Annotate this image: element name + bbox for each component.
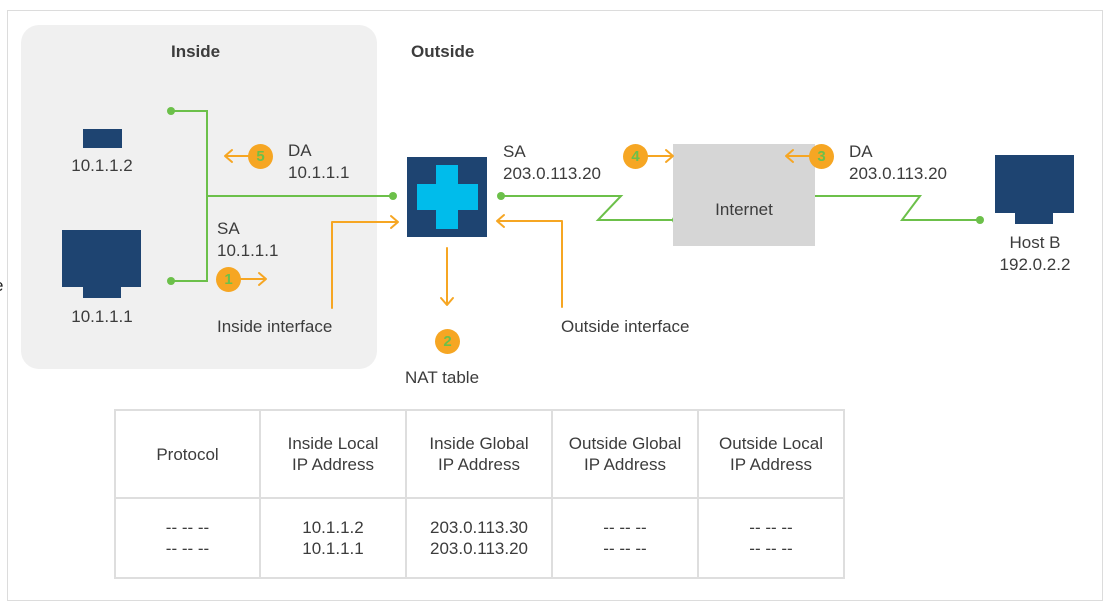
host-b-icon [995, 155, 1074, 224]
outside-interface-arrow [496, 214, 563, 308]
diagram-frame [7, 10, 1103, 601]
cell-protocol: -- -- ---- -- -- [114, 497, 261, 579]
wan-link-router-internet [501, 195, 676, 221]
host-b-ip: 192.0.2.2 [999, 255, 1071, 274]
inside-interface-label: Inside interface [217, 317, 333, 336]
outside-da-value: 203.0.113.20 [849, 164, 947, 183]
inside-da-value: 10.1.1.1 [288, 163, 350, 182]
step-3-badge: 3 [809, 144, 834, 169]
outside-interface-label: Outside interface [561, 317, 690, 336]
inside-interface-arrow [331, 215, 399, 309]
internet-label: Internet [715, 200, 773, 219]
outside-zone-label: Outside [411, 42, 475, 61]
cell-outside-local: -- -- ---- -- -- [697, 497, 845, 579]
port-dot [167, 277, 175, 285]
step-4-badge: 4 [623, 144, 648, 169]
host-10-1-1-2-label: 10.1.1.2 [71, 156, 133, 175]
nat-table-label: NAT table [405, 368, 480, 387]
port-dot [389, 192, 397, 200]
wan-link-internet-hostb [815, 195, 980, 221]
step-5-badge: 5 [248, 144, 273, 169]
step-1-badge: 1 [216, 267, 241, 292]
outside-sa-value: 203.0.113.20 [503, 164, 601, 183]
arrow-left-icon [785, 149, 813, 163]
arrow-down-icon [440, 247, 454, 306]
host-10-1-1-1-icon [62, 230, 141, 298]
host-10-1-1-1-label: 10.1.1.1 [71, 307, 133, 326]
host-b-name: Host B [1009, 233, 1061, 252]
cropped-text-fragment: e [0, 276, 3, 296]
port-dot [976, 216, 984, 224]
outside-sa-field: SA [503, 142, 526, 161]
inside-lan-link [171, 110, 393, 282]
inside-zone-label: Inside [171, 42, 221, 61]
header-protocol: Protocol [114, 409, 261, 499]
inside-da-field: DA [288, 141, 312, 160]
arrow-right-icon [240, 272, 267, 286]
internet-cloud-icon [673, 144, 815, 246]
arrow-left-icon [224, 149, 250, 163]
nat-router-icon [407, 157, 487, 237]
outside-da-field: DA [849, 142, 873, 161]
inside-sa-field: SA [217, 219, 240, 238]
port-dot [497, 192, 505, 200]
step-2-badge: 2 [435, 329, 460, 354]
host-10-1-1-2-icon [83, 129, 122, 148]
inside-sa-value: 10.1.1.1 [217, 241, 279, 260]
arrow-right-icon [647, 149, 674, 163]
cell-outside-global: -- -- ---- -- -- [551, 497, 699, 579]
port-dot [167, 107, 175, 115]
